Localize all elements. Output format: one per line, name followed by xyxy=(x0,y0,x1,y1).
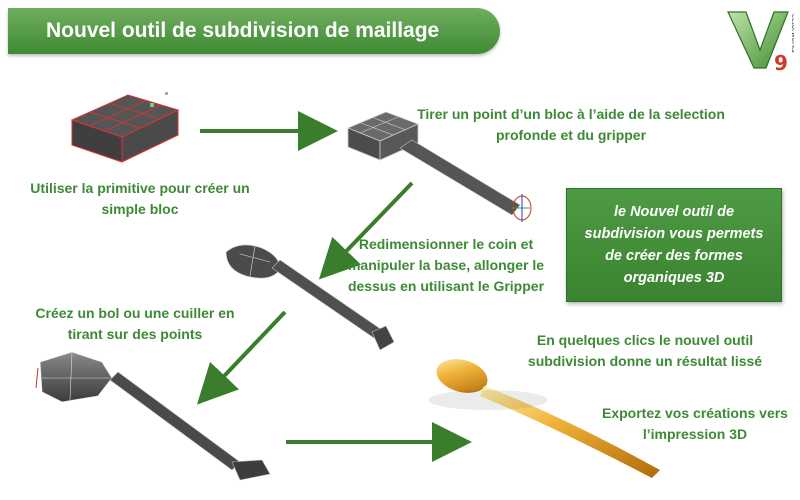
caption-step3: Redimensionner le coin et manipuler la b… xyxy=(347,236,545,294)
block-primitive xyxy=(70,92,180,163)
arrow-step3-to-step4 xyxy=(196,310,287,405)
spoon-bowl-mesh xyxy=(35,351,271,481)
caption-step4: Créez un bol ou une cuiller en tirant su… xyxy=(35,305,235,342)
caption-step2: Tirer un point d’un bloc à l’aide de la … xyxy=(417,106,725,143)
caption-step5: En quelques clics le nouvel outil subdiv… xyxy=(527,332,763,369)
vectorworks-logo: ectorworks 9 xyxy=(726,6,794,72)
caption-step6: Exportez vos créations vers l’impression… xyxy=(602,405,788,442)
highlight-box: le Nouvel outil de subdivision vous perm… xyxy=(566,188,782,302)
page-title: Nouvel outil de subdivision de maillage xyxy=(8,8,500,54)
spoon-smooth-render xyxy=(428,359,660,478)
logo-vertical-text: ectorworks xyxy=(790,14,794,53)
spoon-rough-mesh xyxy=(225,244,395,351)
arrow-step2-to-step3 xyxy=(318,181,414,280)
caption-step1: Utiliser la primitive pour créer un simp… xyxy=(30,180,250,217)
block-pulled-mesh xyxy=(346,111,532,222)
logo-number: 9 xyxy=(774,51,788,72)
